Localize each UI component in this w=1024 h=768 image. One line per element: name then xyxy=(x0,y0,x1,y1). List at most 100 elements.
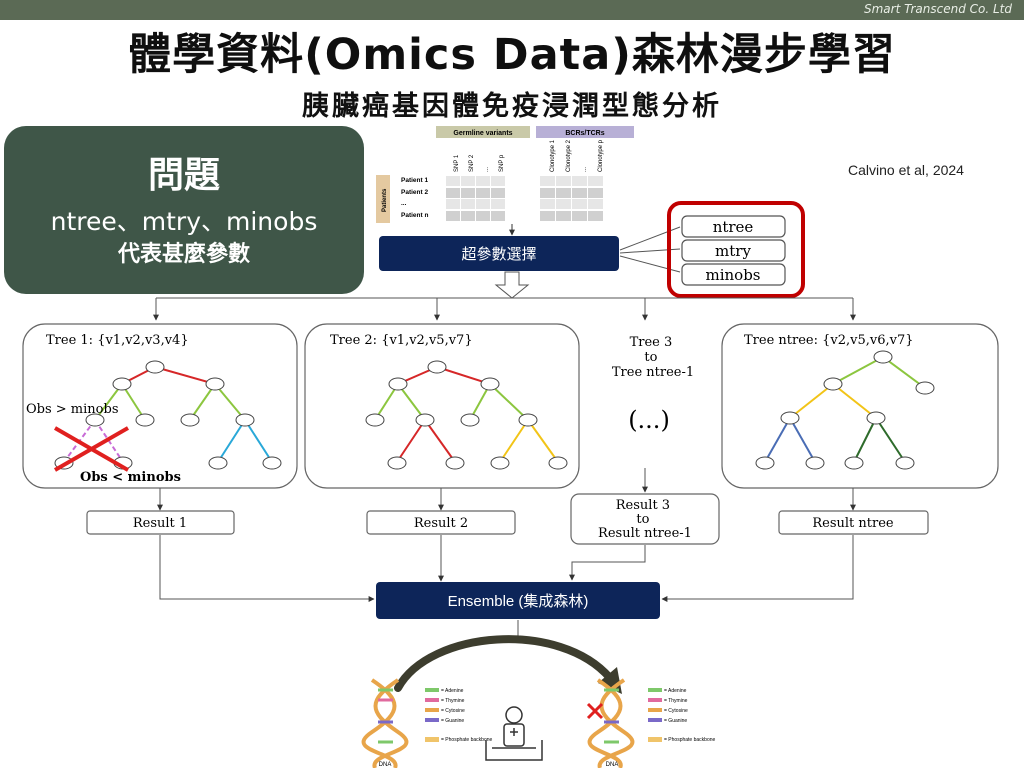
obs-lt-label: Obs < minobs xyxy=(80,470,181,485)
tree2-edge xyxy=(424,419,456,463)
connector-result1 xyxy=(159,535,375,602)
tree2-node xyxy=(548,456,568,470)
legend-swatch xyxy=(648,688,662,692)
tree2-edge xyxy=(436,366,491,385)
table-row-label: Patient 1 xyxy=(401,177,428,184)
treen-edge xyxy=(875,417,906,463)
table-cell xyxy=(556,199,571,209)
table-cell xyxy=(588,188,603,198)
legend-cytosine: = Cytosine xyxy=(664,708,688,714)
legend-swatch xyxy=(425,688,439,692)
tree1-edge xyxy=(244,419,273,463)
table-cell xyxy=(476,211,490,221)
chair xyxy=(485,740,543,761)
germline-header xyxy=(436,126,530,138)
legend-swatch xyxy=(425,737,439,742)
top-bar: Smart Transcend Co. Ltd xyxy=(0,0,1024,20)
table-column-label: SNP p xyxy=(499,154,505,172)
tree1-edge xyxy=(217,419,246,463)
treen-node xyxy=(780,411,800,425)
tree2-graph xyxy=(365,360,568,470)
connector-resultn xyxy=(661,535,854,602)
question-heading: 問題 xyxy=(147,155,220,196)
tree1-node xyxy=(235,413,255,427)
table-cell xyxy=(446,176,460,186)
table-cell xyxy=(540,176,555,186)
resultn-box xyxy=(778,510,929,535)
treen-edge xyxy=(789,417,816,463)
param-box-ntree xyxy=(681,215,786,238)
treen-node xyxy=(915,381,935,395)
dna-legend-left: = Adenine = Thymine = Cytosine = Guanine… xyxy=(425,688,493,743)
tree2-node xyxy=(490,456,510,470)
tree2-node xyxy=(415,413,435,427)
tree1-edge xyxy=(121,383,146,421)
dna-left: DNA xyxy=(361,678,409,768)
treen-node xyxy=(873,350,893,364)
tree2-node xyxy=(445,456,465,470)
tree2-edge xyxy=(374,383,399,421)
resultn-label: Result ntree xyxy=(812,516,894,531)
tree2-edge xyxy=(397,383,426,421)
treen-node xyxy=(844,456,864,470)
tree1-edge xyxy=(189,383,216,421)
patients-side xyxy=(376,175,390,223)
dna-label-left: DNA xyxy=(379,762,392,768)
hyper-select-label: 超參數選擇 xyxy=(461,245,536,263)
result2-label: Result 2 xyxy=(414,516,468,531)
table-cell xyxy=(572,199,587,209)
treen-edge xyxy=(882,356,926,389)
treen-graph xyxy=(755,350,935,470)
table-cell xyxy=(476,199,490,209)
tree2-node xyxy=(460,413,480,427)
table-cell xyxy=(588,199,603,209)
tree1-edge xyxy=(154,366,216,385)
dna-label-right: DNA xyxy=(606,762,619,768)
table-cell xyxy=(446,211,460,221)
table-column-label: SNP 1 xyxy=(454,154,460,172)
table-cell xyxy=(491,176,505,186)
tree2-node xyxy=(388,377,408,391)
treen-edge xyxy=(832,383,877,419)
table-cell xyxy=(588,211,603,221)
germline-label: Germline variants xyxy=(453,130,512,137)
table-cell xyxy=(588,176,603,186)
table-cell xyxy=(461,211,475,221)
tree3-line-1: Tree 3 xyxy=(630,335,673,350)
result3-line-1: Result 3 xyxy=(616,498,670,513)
dna-strand xyxy=(587,678,623,768)
param-highlight xyxy=(667,201,805,298)
tree1-node xyxy=(135,413,155,427)
tree1-node xyxy=(85,413,105,427)
tree2-edge xyxy=(489,383,529,421)
table-cell xyxy=(476,176,490,186)
tree3-line-3: Tree ntree-1 xyxy=(612,365,694,380)
result3-box xyxy=(570,493,720,545)
dna-legend-right: = Adenine = Thymine = Cytosine = Guanine… xyxy=(648,688,716,743)
bcr-header xyxy=(536,126,634,138)
tree2-edge xyxy=(396,419,426,463)
dna-strand xyxy=(372,678,409,768)
page-title: 體學資料(Omics Data)森林漫步學習 xyxy=(128,30,896,80)
tree1-node xyxy=(205,377,225,391)
tree1-node xyxy=(208,456,228,470)
table-column-label: Clonotype p xyxy=(598,139,604,172)
legend-thymine: = Thymine xyxy=(441,698,465,704)
result2-box xyxy=(366,510,516,535)
table-cell xyxy=(540,211,555,221)
tree2-box xyxy=(304,323,580,489)
table-cell xyxy=(476,188,490,198)
treen-node xyxy=(823,377,843,391)
table-column-label: SNP 2 xyxy=(469,154,475,172)
treen-edge xyxy=(764,417,791,463)
tree3-line-2: to xyxy=(644,350,657,365)
tree2-node xyxy=(518,413,538,427)
table-cell xyxy=(461,199,475,209)
dna-strand xyxy=(361,678,398,768)
question-card: 問題 ntree、mtry、minobs 代表甚麼參數 xyxy=(4,126,364,294)
question-line-2: 代表甚麼參數 xyxy=(117,242,250,267)
treen-edge xyxy=(789,383,834,419)
table-column-label: Clonotype 2 xyxy=(566,139,572,172)
tree2-edge xyxy=(527,419,559,463)
